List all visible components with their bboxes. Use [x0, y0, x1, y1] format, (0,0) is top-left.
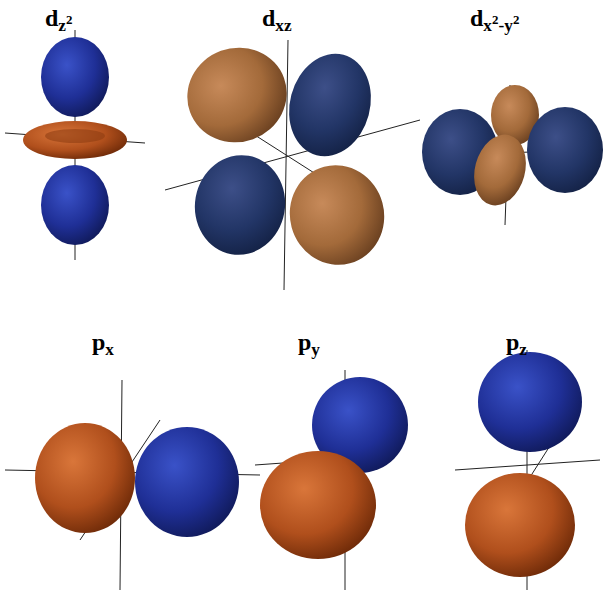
orbital-label: pz [506, 330, 527, 358]
orbital-label: dx2-y2 [470, 6, 519, 34]
orbital-label: dxz [262, 6, 292, 34]
orbital-label: px [92, 330, 114, 358]
orbital-label: dz2 [45, 6, 73, 34]
axes [5, 30, 600, 590]
orbital-label: py [298, 330, 320, 358]
